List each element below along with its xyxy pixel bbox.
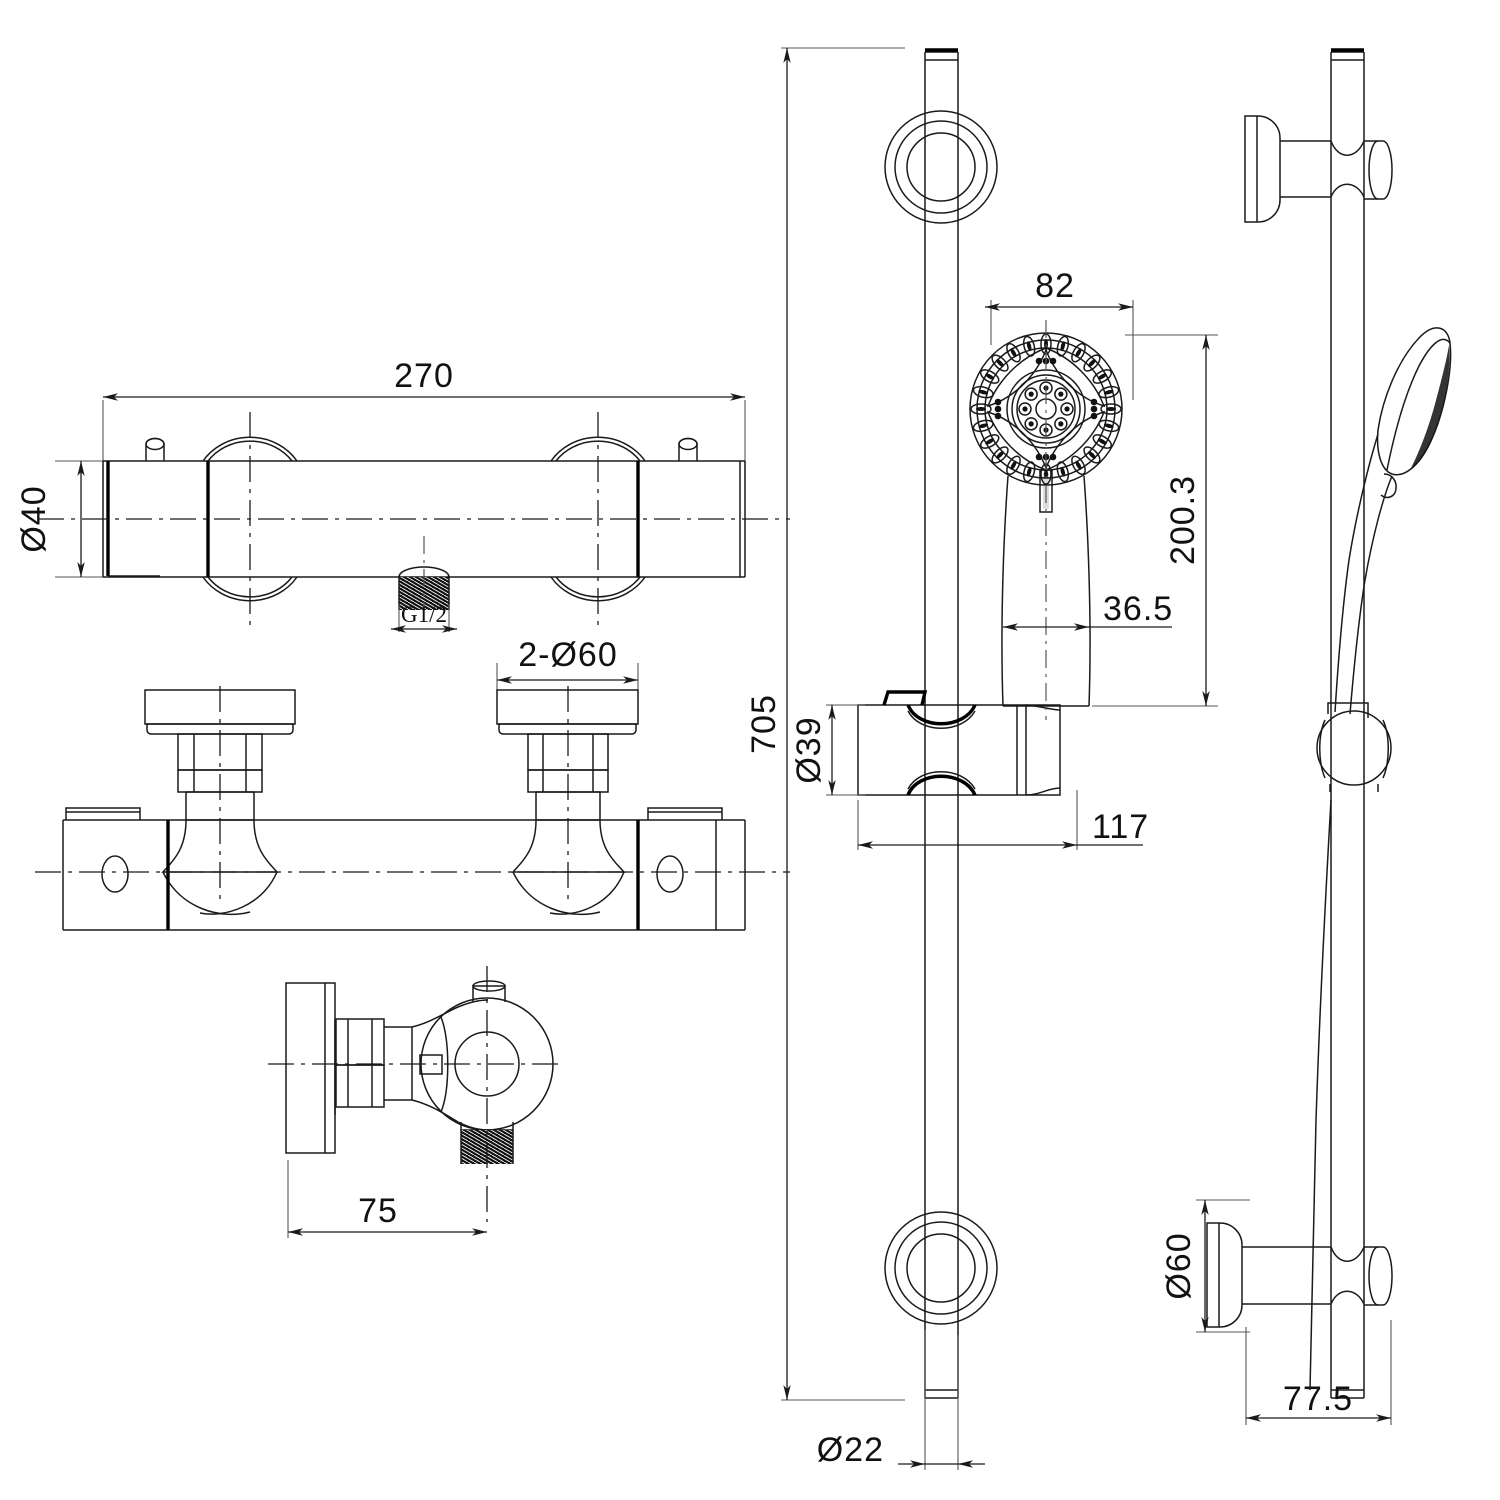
dimension-label-117: 117 [1092,808,1149,846]
dimension-label-77-5: 77.5 [1283,1380,1353,1418]
mixer-outlet-thread [398,536,450,625]
rail-lower-wall-bracket [884,1211,998,1325]
dimension-75: 75 [287,1160,487,1238]
mixer-handle-right-front [496,686,639,916]
dimension-82: 82 [985,267,1134,400]
dimension-label-g12: G1/2 [401,602,447,627]
mixer-body-front-outline [62,807,746,931]
hand-shower-front [969,320,1123,720]
dimension-label-75: 75 [358,1192,398,1230]
dimension-117: 117 [857,790,1149,850]
mixer-handle-right-top [550,412,646,628]
mixer-wall-flange-side [285,982,336,1154]
dimension-d22: Ø22 [817,1330,985,1470]
rail-upper-bracket-side [1244,115,1393,223]
mixer-handle-left-front [144,686,296,916]
dimension-label-705: 705 [745,694,783,754]
rail-slider-bracket [857,690,1061,796]
view-mixer-front: 2-Ø60 [35,636,790,931]
mixer-button-right [678,437,698,461]
view-rail-front: 705 [745,47,1218,1470]
view-mixer-side: 75 [268,966,560,1238]
shower-jets-middle [994,357,1098,461]
rail-tube-side [1330,48,1365,1399]
dimension-270: 270 [102,357,746,480]
mixer-body-side [411,980,554,1164]
rail-lower-bracket-side [1206,1222,1393,1328]
dimension-705: 705 [745,47,905,1401]
mixer-button-left [145,437,165,461]
view-rail-side: Ø60 77.5 [1160,48,1452,1425]
dimension-200-3: 200.3 [1092,334,1218,707]
mixer-handle-left-top [202,412,298,628]
dimension-label-36-5: 36.5 [1103,590,1173,628]
dimension-label-d60: Ø60 [1160,1232,1198,1299]
dimension-77-5: 77.5 [1245,1320,1392,1425]
dimension-label-d39: Ø39 [790,716,828,783]
dimension-label-270: 270 [394,357,454,395]
dimension-d60: Ø60 [1160,1199,1250,1333]
dimension-36-5: 36.5 [1003,590,1173,631]
dimension-label-200-3: 200.3 [1164,475,1202,565]
rail-upper-wall-bracket [884,110,998,224]
shower-jets-inner [1018,381,1074,437]
dimension-label-2xd60: 2-Ø60 [518,636,618,674]
dimension-2xd60: 2-Ø60 [496,636,639,690]
dimension-label-82: 82 [1035,267,1075,305]
dimension-label-d22: Ø22 [817,1431,884,1469]
mixer-hexnut-side [335,1018,413,1108]
rail-slider-bracket-side [1316,702,1392,792]
dimension-d39: Ø39 [790,704,865,796]
view-mixer-top: 270 Ø40 [15,357,790,633]
dimension-g12: G1/2 [391,602,457,633]
hand-shower-side [1309,327,1452,1391]
